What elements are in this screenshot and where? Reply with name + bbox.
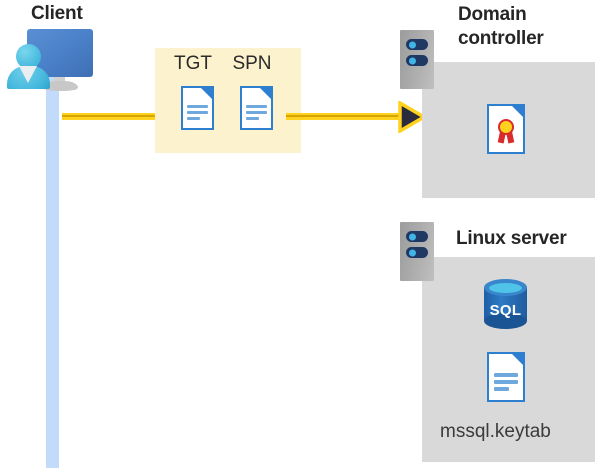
monitor-base-icon	[43, 81, 78, 91]
client-computer-user-icon	[4, 27, 96, 91]
certificate-document-icon	[487, 104, 525, 154]
monitor-neck-icon	[54, 77, 65, 84]
ticket-tag-spn: SPN	[232, 53, 272, 74]
domain-controller-title: Domain controller	[458, 4, 544, 49]
server-rack-icon-domain-controller	[400, 30, 434, 89]
connector-line-right	[286, 113, 404, 120]
sql-database-label: SQL	[489, 302, 522, 319]
arrow-right-icon	[398, 99, 428, 135]
client-title: Client	[31, 3, 83, 24]
server-rack-icon-linux-server	[400, 222, 434, 281]
keytab-filename-label: mssql.keytab	[440, 421, 551, 442]
document-icon-tgt	[181, 86, 214, 130]
arrow-right-glyph	[398, 99, 428, 135]
document-icon-keytab	[487, 352, 525, 402]
connector-line-left	[62, 113, 158, 120]
sql-database-icon: SQL	[484, 279, 527, 329]
person-collar-icon	[19, 66, 37, 83]
client-lifeline	[46, 72, 59, 468]
ticket-highlight-box	[155, 48, 301, 153]
ticket-tag-tgt: TGT	[174, 53, 212, 74]
document-icon-spn	[240, 86, 273, 130]
person-head-icon	[16, 44, 41, 69]
linux-server-title: Linux server	[456, 228, 567, 249]
